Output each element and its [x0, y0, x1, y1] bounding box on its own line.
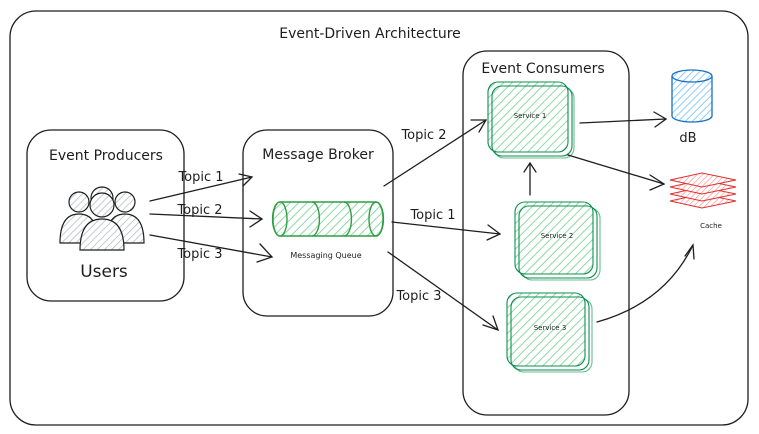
service-1-node: Service 1	[487, 81, 575, 159]
event-producers-box: Event Producers Users	[26, 129, 185, 302]
outer-frame	[9, 10, 749, 426]
service-3-label: Service 3	[534, 324, 567, 332]
connections	[149, 111, 695, 332]
diagram-title: Event-Driven Architecture	[279, 26, 461, 42]
database-label: dB	[679, 131, 696, 146]
service-3-node: Service 3	[506, 292, 593, 373]
database-icon	[671, 69, 713, 123]
service-1-label: Service 1	[514, 112, 547, 120]
service-2-node: Service 2	[514, 201, 601, 281]
message-broker-box: Message Broker Messaging Queue	[242, 129, 394, 317]
cache-icon	[669, 172, 737, 209]
users-label: Users	[80, 262, 128, 282]
edge-label-producer-topic-3: Topic 3	[176, 247, 222, 262]
arrow-broker-topic-2	[383, 119, 488, 187]
messaging-queue-icon	[271, 201, 385, 237]
arrow-producer-topic-1	[149, 173, 254, 202]
arrow-producer-topic-2	[149, 210, 264, 228]
cache-label: Cache	[700, 222, 722, 230]
arrow-service1-to-db	[579, 111, 668, 128]
arrow-producer-topic-3	[149, 234, 274, 263]
event-consumers-title: Event Consumers	[481, 61, 604, 77]
arrow-service2-to-service1	[523, 161, 537, 196]
edge-label-producer-topic-1: Topic 1	[177, 170, 223, 185]
arrow-service3-to-cache	[596, 243, 695, 323]
messaging-queue-label: Messaging Queue	[290, 251, 361, 260]
edge-label-broker-topic-1: Topic 1	[409, 208, 455, 223]
users-icon	[59, 186, 145, 251]
arrow-broker-topic-3	[387, 251, 500, 332]
edge-label-broker-topic-3: Topic 3	[395, 289, 441, 304]
event-producers-title: Event Producers	[49, 148, 163, 164]
arrow-broker-topic-1	[391, 221, 502, 241]
edge-label-broker-topic-2: Topic 2	[400, 128, 446, 143]
edge-label-producer-topic-2: Topic 2	[176, 203, 222, 218]
event-consumers-box: Event Consumers Service 1 Service 2 Serv…	[462, 50, 630, 416]
message-broker-title: Message Broker	[262, 147, 374, 163]
arrow-service1-to-cache	[567, 154, 666, 191]
service-2-label: Service 2	[541, 232, 574, 240]
